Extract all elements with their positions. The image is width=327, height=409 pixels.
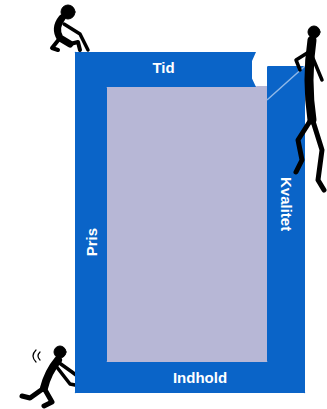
bottom-band: Indhold: [75, 362, 305, 393]
miter-lines: [75, 52, 305, 393]
torn-gap: [256, 52, 268, 87]
band-label: Pris: [84, 228, 99, 256]
tear-marks: [229, 60, 236, 67]
band-label: Indhold: [173, 370, 227, 385]
torn-edge: [244, 52, 256, 87]
stick-figure-bottom: [22, 346, 80, 406]
band-label: Kvalitet: [279, 177, 294, 231]
band-label: Tid: [152, 60, 174, 75]
right-band: Kvalitet: [267, 66, 305, 393]
center-panel: [105, 86, 268, 364]
stick-figure-top: [52, 5, 88, 50]
stick-figure-right: [296, 26, 324, 190]
left-band: Pris: [75, 52, 107, 393]
top-band: Tid: [75, 52, 252, 87]
